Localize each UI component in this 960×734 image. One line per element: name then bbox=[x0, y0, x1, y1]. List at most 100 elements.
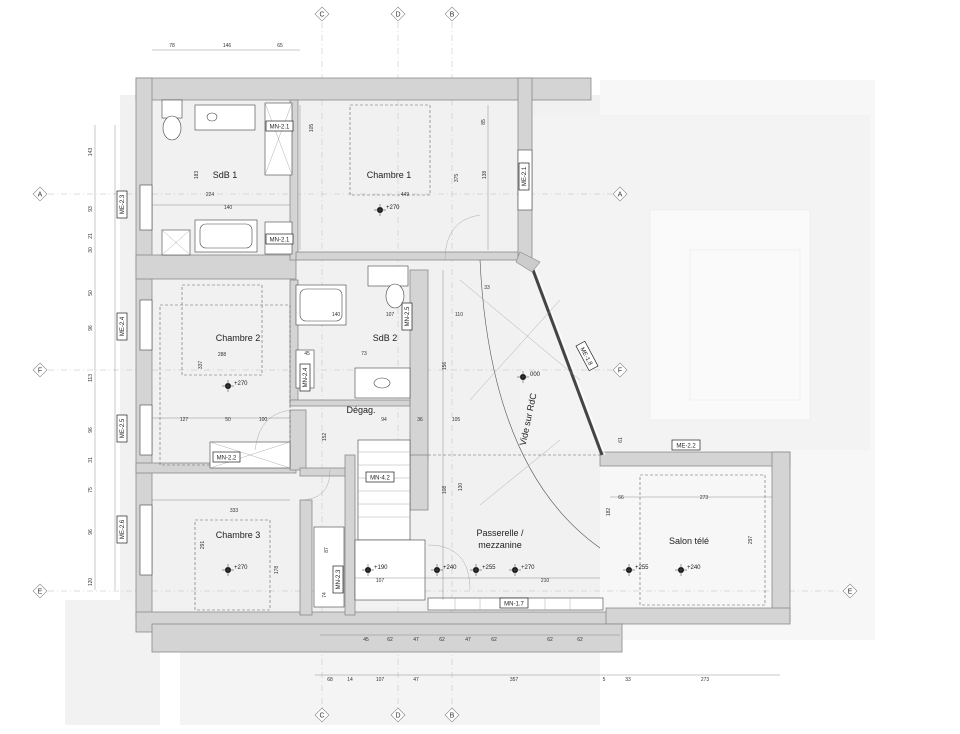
svg-text:+240: +240 bbox=[687, 565, 701, 571]
svg-text:C: C bbox=[319, 12, 324, 19]
level-marker-chambre1: +270 bbox=[374, 204, 400, 216]
dim-label: 33 bbox=[484, 285, 490, 291]
dim-label: 78 bbox=[169, 43, 175, 49]
svg-text:D: D bbox=[395, 12, 400, 19]
dim-label: 120 bbox=[88, 578, 94, 587]
dim-label: 50 bbox=[225, 417, 231, 423]
grid-marker-e-right: E bbox=[842, 583, 858, 599]
dim-label: 62 bbox=[547, 637, 553, 643]
dim-label: 297 bbox=[748, 536, 754, 545]
svg-text:MN-4.2: MN-4.2 bbox=[370, 476, 390, 482]
grid-marker-b-top: B bbox=[444, 6, 460, 22]
dim-label: 74 bbox=[322, 592, 328, 598]
dim-label: 85 bbox=[481, 119, 487, 125]
dim-label: 66 bbox=[618, 495, 624, 501]
grid-marker-f-left: F bbox=[32, 362, 48, 378]
grid-marker-d-top: D bbox=[390, 6, 406, 22]
tag-me21: ME-2.1 bbox=[518, 162, 530, 191]
svg-text:ME-2.1: ME-2.1 bbox=[522, 166, 528, 186]
dim-label: 127 bbox=[180, 417, 189, 423]
room-label-passerelle-2: mezzanine bbox=[478, 540, 522, 550]
dim-label: 30 bbox=[88, 247, 94, 253]
svg-text:ME-2.5: ME-2.5 bbox=[120, 418, 126, 438]
svg-text:ME-2.4: ME-2.4 bbox=[120, 316, 126, 336]
dim-label: 96 bbox=[88, 427, 94, 433]
tag-me23: ME-2.3 bbox=[116, 190, 128, 219]
tag-mn21-b: MN-2.1 bbox=[265, 233, 294, 245]
dim-label: 156 bbox=[442, 362, 448, 371]
dim-label: 143 bbox=[88, 148, 94, 157]
dim-label: 107 bbox=[376, 578, 385, 584]
dim-label: 449 bbox=[401, 192, 410, 198]
level-markers: +270 +270 000 +270 +190 +240 +255 +270 +… bbox=[222, 204, 701, 576]
dim-label: 45 bbox=[363, 637, 369, 643]
svg-text:+255: +255 bbox=[635, 565, 649, 571]
svg-text:MN-2.3: MN-2.3 bbox=[336, 569, 342, 589]
dim-label: 45 bbox=[304, 351, 310, 357]
dim-label: 146 bbox=[223, 43, 232, 49]
grid-marker-a-left: A bbox=[32, 186, 48, 202]
svg-text:MN-2.1: MN-2.1 bbox=[270, 125, 290, 131]
level-marker-passerelle-b: +270 bbox=[509, 564, 535, 576]
dim-label: 73 bbox=[361, 351, 367, 357]
dim-label: 140 bbox=[224, 205, 233, 211]
dim-label: 68 bbox=[327, 677, 333, 683]
interior-walls bbox=[289, 99, 519, 616]
dim-label: 210 bbox=[541, 578, 550, 584]
dim-label: 333 bbox=[230, 508, 239, 514]
grid-marker-c-top: C bbox=[314, 6, 330, 22]
dim-label: 224 bbox=[206, 192, 215, 198]
dim-label: 138 bbox=[482, 171, 488, 180]
level-marker-salon-b: +240 bbox=[675, 564, 701, 576]
room-label-degag: Dégag. bbox=[346, 405, 375, 415]
dim-label: 182 bbox=[606, 508, 612, 517]
grid-marker-f-right: F bbox=[612, 362, 628, 378]
dimension-labels: 78 146 65 143 93 21 30 50 96 113 96 31 7… bbox=[88, 43, 754, 683]
svg-text:B: B bbox=[450, 12, 455, 19]
level-marker-chambre2: +270 bbox=[222, 380, 248, 392]
dim-label: 96 bbox=[88, 529, 94, 535]
svg-text:A: A bbox=[38, 192, 43, 199]
tag-mn21-a: MN-2.1 bbox=[265, 120, 294, 132]
svg-text:ME-2.6: ME-2.6 bbox=[120, 519, 126, 539]
dim-label: 291 bbox=[200, 541, 206, 550]
svg-text:+270: +270 bbox=[234, 565, 248, 571]
tag-me24: ME-2.4 bbox=[116, 312, 128, 341]
dim-label: 107 bbox=[376, 677, 385, 683]
tag-me26: ME-2.6 bbox=[116, 515, 128, 544]
svg-text:B: B bbox=[450, 713, 455, 720]
room-label-sdb2: SdB 2 bbox=[373, 333, 398, 343]
level-marker-landing: +240 bbox=[431, 564, 457, 576]
svg-text:MN-2.5: MN-2.5 bbox=[405, 306, 411, 326]
grid-marker-a-right: A bbox=[612, 186, 628, 202]
room-label-salon: Salon télé bbox=[669, 536, 709, 546]
dim-label: 36 bbox=[417, 417, 423, 423]
grid-markers: C D B C D B A A F F E E bbox=[32, 6, 858, 723]
svg-text:C: C bbox=[319, 713, 324, 720]
dim-label: 62 bbox=[491, 637, 497, 643]
svg-text:E: E bbox=[38, 589, 43, 596]
dim-label: 61 bbox=[618, 437, 624, 443]
grid-marker-d-bottom: D bbox=[390, 707, 406, 723]
tag-mn22: MN-2.2 bbox=[212, 451, 241, 463]
windows bbox=[139, 149, 533, 576]
dim-label: 105 bbox=[309, 124, 315, 133]
glazed-wall bbox=[515, 251, 606, 456]
room-label-chambre2: Chambre 2 bbox=[216, 333, 261, 343]
svg-text:ME-2.3: ME-2.3 bbox=[120, 194, 126, 214]
level-marker-chambre3: +270 bbox=[222, 564, 248, 576]
room-label-chambre1: Chambre 1 bbox=[367, 170, 412, 180]
room-label-sdb1: SdB 1 bbox=[213, 170, 238, 180]
svg-text:D: D bbox=[395, 713, 400, 720]
svg-text:+270: +270 bbox=[521, 565, 535, 571]
grid-marker-c-bottom: C bbox=[314, 707, 330, 723]
dim-label: 62 bbox=[577, 637, 583, 643]
room-label-chambre3: Chambre 3 bbox=[216, 530, 261, 540]
dim-label: 110 bbox=[455, 312, 463, 318]
dim-label: 100 bbox=[259, 417, 268, 423]
dim-label: 178 bbox=[274, 566, 280, 575]
dim-label: 93 bbox=[88, 206, 94, 212]
svg-text:F: F bbox=[38, 368, 42, 375]
level-marker-salon-a: +255 bbox=[623, 564, 649, 576]
